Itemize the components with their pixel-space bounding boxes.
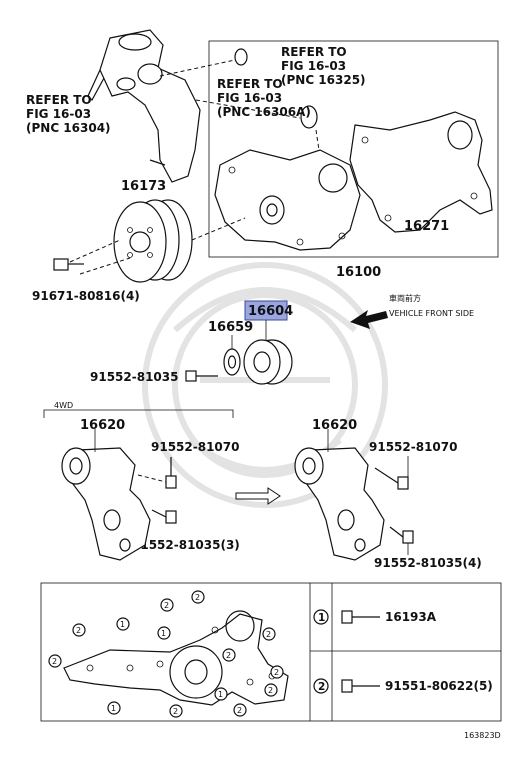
tensioner-assembly-left	[61, 447, 151, 561]
label-refer-mid-1: REFER TO	[217, 77, 283, 91]
gasket-16271	[349, 111, 493, 233]
legend-marker-1	[313, 609, 329, 625]
cover-plate-16659	[223, 348, 241, 376]
label-91671: 91671-80816(4)	[32, 289, 140, 303]
label-16173: 16173	[121, 179, 166, 194]
label-16604: 16604	[248, 304, 293, 319]
callout-2: 2	[268, 686, 273, 695]
label-16659: 16659	[208, 320, 253, 335]
label-16100: 16100	[336, 265, 381, 280]
callout-2: 2	[274, 668, 279, 677]
figure-code: 163823D	[464, 731, 501, 740]
label-91551-80622: 91551-80622(5)	[385, 679, 493, 693]
legend-number-1: 1	[318, 612, 325, 624]
callout-1: 1	[161, 629, 166, 638]
label-16193A: 16193A	[385, 610, 437, 624]
label-refer-mid-2: FIG 16-03	[217, 91, 282, 105]
callout-2: 2	[195, 593, 200, 602]
label-vehicle-en: VEHICLE FRONT SIDE	[389, 309, 474, 318]
callout-markers: 2 1 2 2 2 2 1 2 1 1 2 2 2 2	[48, 590, 284, 718]
callout-1: 1	[111, 704, 116, 713]
label-refer-right-2: FIG 16-03	[281, 59, 346, 73]
callout-2: 2	[226, 651, 231, 660]
label-vehicle-jp: 車両前方	[389, 293, 421, 303]
o-ring-upper	[234, 48, 248, 66]
bolt-91552-81035	[185, 370, 218, 382]
label-16271: 16271	[404, 219, 449, 234]
bolt-91552-81035-right	[389, 526, 414, 544]
label-refer-right-3: (PNC 16325)	[281, 73, 366, 87]
label-4wd: 4WD	[54, 401, 73, 410]
o-ring-lower	[300, 105, 318, 129]
callout-2: 2	[266, 630, 271, 639]
callout-2: 2	[173, 707, 178, 716]
label-91552-81070-left: 91552-81070	[151, 440, 239, 454]
callout-2: 2	[237, 706, 242, 715]
label-refer-left-3: (PNC 16304)	[26, 121, 111, 135]
pulley-16173	[113, 199, 193, 283]
label-16620-right: 16620	[312, 418, 357, 433]
callout-2: 2	[52, 657, 57, 666]
callout-1: 1	[120, 620, 125, 629]
label-91552-81035: 91552-81035	[90, 370, 178, 384]
legend-number-2: 2	[318, 681, 325, 693]
idler-pulley-16604	[243, 339, 293, 385]
bolt-91552-81070-right	[374, 467, 409, 490]
transition-arrow-icon	[235, 487, 281, 505]
callout-1: 1	[218, 690, 223, 699]
label-91552-81035-4: 91552-81035(4)	[374, 556, 482, 570]
bolt-91552-81035-left	[151, 509, 177, 524]
tensioner-assembly-right	[294, 447, 385, 561]
bolt-16193A	[341, 610, 380, 624]
legend-frame	[40, 582, 502, 722]
water-pump-16100	[214, 149, 361, 251]
label-refer-left-2: FIG 16-03	[26, 107, 91, 121]
gasket-bolt-layout	[63, 610, 289, 706]
legend-marker-2	[313, 678, 329, 694]
label-91552-81035-3: 91552-81035(3)	[132, 538, 240, 552]
vehicle-front-arrow-icon	[350, 310, 388, 329]
bolt-91551-80622	[341, 679, 380, 693]
label-refer-right-1: REFER TO	[281, 45, 347, 59]
bolt-91671	[53, 258, 84, 271]
label-91552-81070-right: 91552-81070	[369, 440, 457, 454]
label-refer-mid-3: (PNC 16306A)	[217, 105, 311, 119]
label-16620-left: 16620	[80, 418, 125, 433]
inset-box-water-pump	[208, 40, 499, 258]
callout-2: 2	[76, 626, 81, 635]
callout-2: 2	[164, 601, 169, 610]
label-refer-left-1: REFER TO	[26, 93, 92, 107]
water-inlet-housing	[87, 29, 201, 183]
